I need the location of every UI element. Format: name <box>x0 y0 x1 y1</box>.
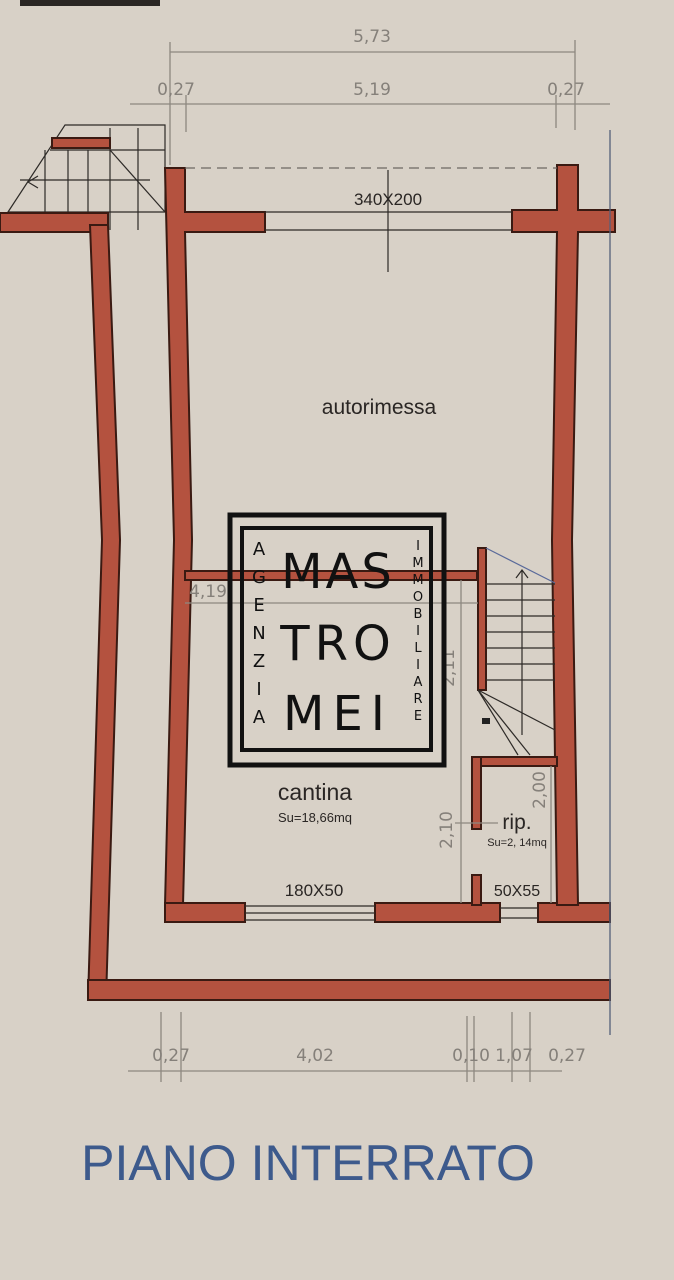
cropped-heading <box>20 0 160 6</box>
storage-window-label: 50X55 <box>494 883 540 900</box>
garage-door-label: 340X200 <box>354 190 422 209</box>
cellar-window-label: 180X50 <box>285 881 344 900</box>
dim-top-right: 0,27 <box>547 80 585 100</box>
exterior-stair <box>6 124 166 230</box>
plan-title: PIANO INTERRATO <box>81 1135 535 1191</box>
dim-bottom-storage: 1,07 <box>495 1046 533 1066</box>
walls <box>0 164 616 1001</box>
watermark-line3: MEI <box>283 686 393 742</box>
dim-cellar-width: 4,19 <box>189 582 227 602</box>
bottom-dimensions: 0,27 4,02 0,10 1,07 0,27 <box>128 1012 586 1082</box>
room-storage: rip. <box>502 811 531 834</box>
dim-bottom-cellar: 4,02 <box>296 1046 334 1066</box>
dim-bottom-partition: 0,10 <box>452 1046 490 1066</box>
dim-bottom-left: 0,27 <box>152 1046 190 1066</box>
dim-top-total: 5,73 <box>353 27 391 47</box>
room-cellar: cantina <box>278 779 352 805</box>
dim-top-left: 0,27 <box>157 80 195 100</box>
dim-bottom-right: 0,27 <box>548 1046 586 1066</box>
openings: 340X200 180X50 50X55 <box>185 130 611 1035</box>
room-storage-area: Su=2, 14mq <box>487 837 547 849</box>
interior-stair <box>477 547 556 756</box>
dim-cellar-side: 2,10 <box>437 811 457 849</box>
watermark-line1: MAS <box>281 544 395 600</box>
room-garage: autorimessa <box>322 396 437 419</box>
dim-storage-depth: 2,00 <box>530 771 550 809</box>
dim-top-inner: 5,19 <box>353 80 391 100</box>
watermark-line2: TRO <box>279 616 395 672</box>
room-cellar-area: Su=18,66mq <box>278 810 352 825</box>
top-dimensions: 5,73 0,27 5,19 0,27 <box>130 27 610 165</box>
